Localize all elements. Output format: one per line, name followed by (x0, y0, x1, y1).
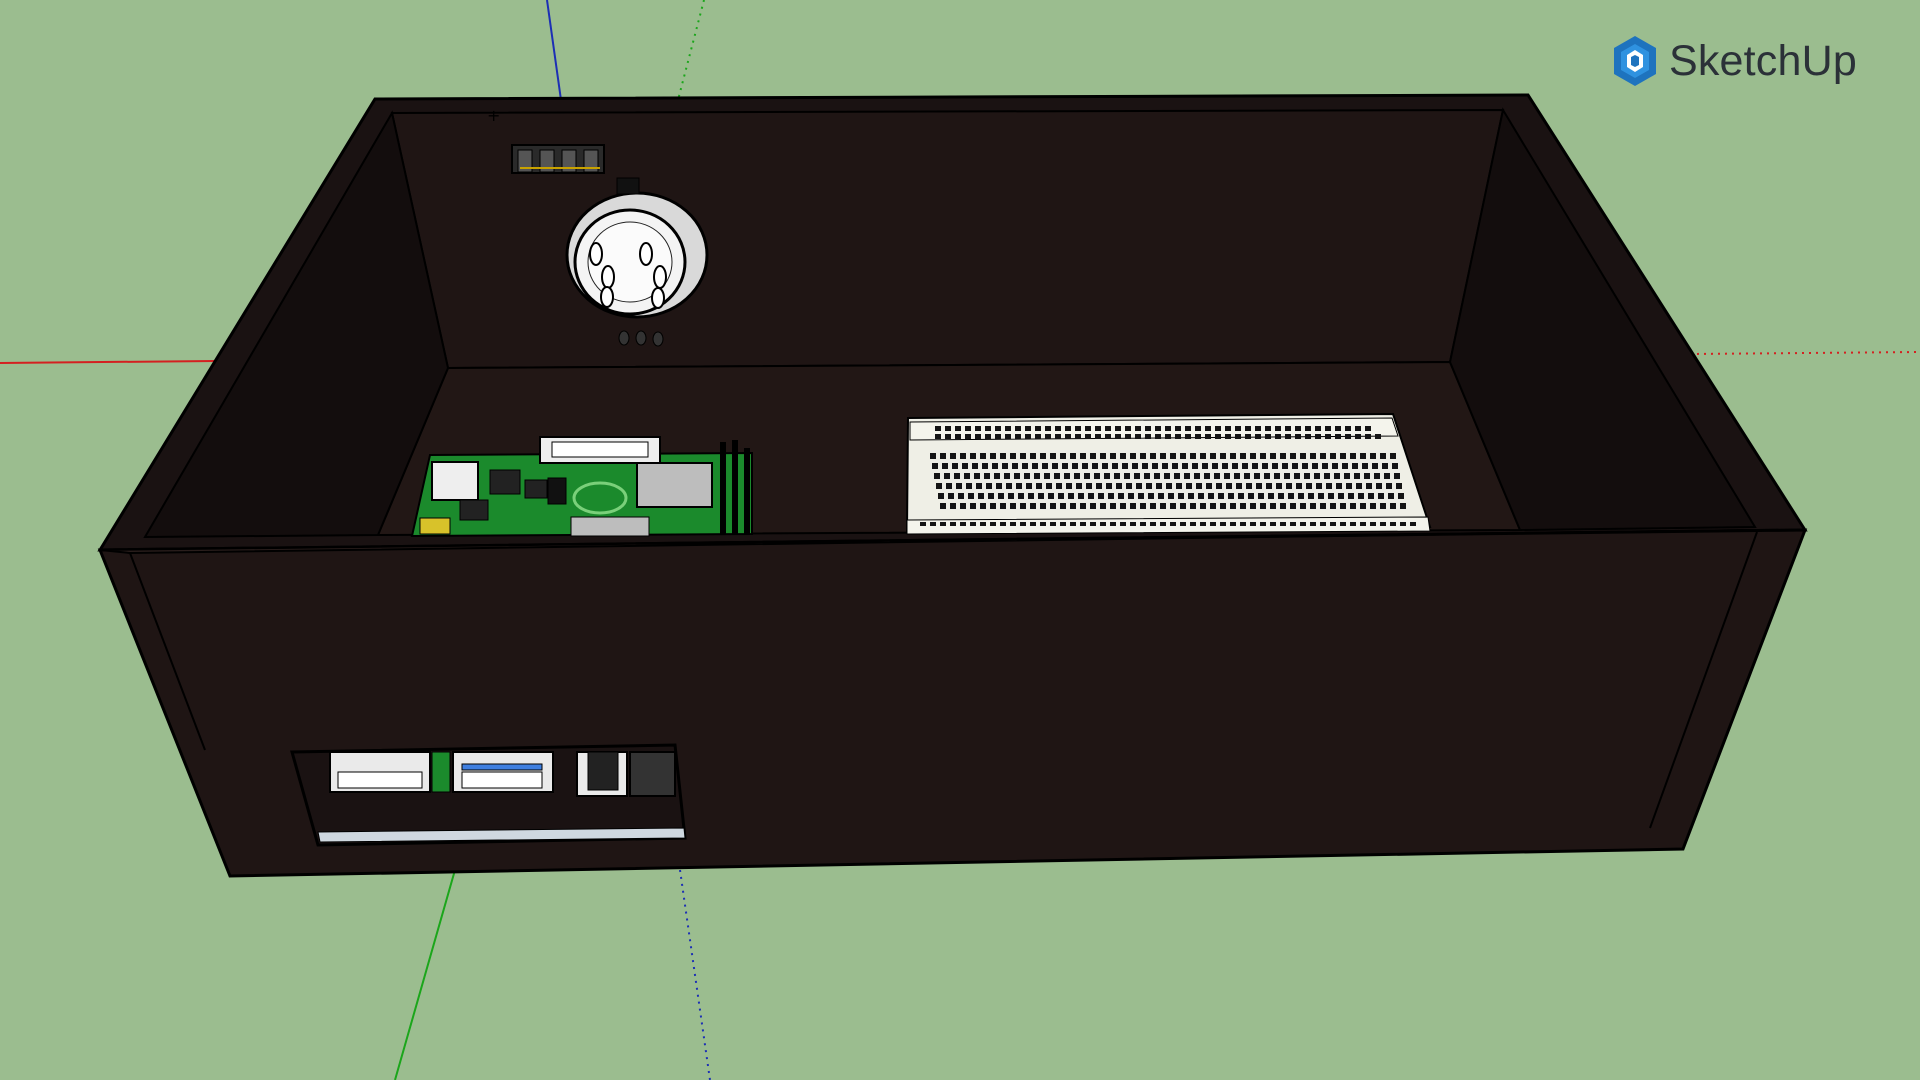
enclosure-box[interactable]: + (97, 93, 1808, 878)
red-axis (0, 360, 216, 364)
box-side-edge (129, 552, 206, 751)
box-right-wall (1448, 107, 1757, 532)
round-sensor[interactable] (565, 177, 709, 347)
raspberry-logo-icon (572, 481, 628, 515)
cursor-cross-icon: + (487, 106, 500, 125)
sketchup-logo: SketchUp (1611, 34, 1857, 88)
green-axis-dotted (677, 0, 705, 101)
raspberry-pi-board[interactable] (410, 436, 753, 538)
green-axis (394, 869, 456, 1080)
box-side-edge-right (1649, 531, 1758, 829)
sketchup-logo-icon (1613, 36, 1656, 86)
pin-header[interactable] (511, 144, 605, 174)
breadboard-holes (920, 426, 1416, 526)
sketchup-logo-text: SketchUp (1668, 36, 1857, 85)
box-front-top-edge (99, 529, 1806, 555)
blue-axis (546, 0, 562, 101)
breadboard[interactable] (905, 412, 1432, 535)
blue-axis-dotted (679, 869, 711, 1080)
port-cutout[interactable] (290, 743, 687, 847)
red-axis-dotted (1689, 351, 1920, 355)
box-left-wall (143, 110, 450, 539)
